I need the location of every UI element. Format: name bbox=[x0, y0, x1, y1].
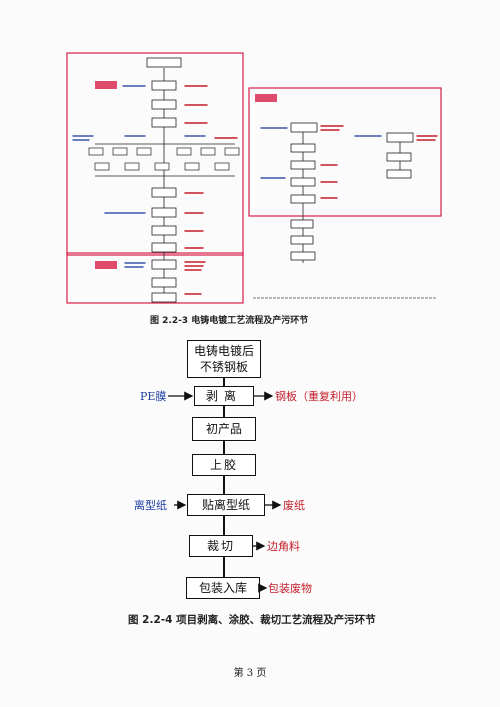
figure-caption-bottom: 图 2.2-4 项目剥离、涂胶、裁切工艺流程及产污环节 bbox=[128, 614, 376, 626]
node-glue: 上胶 bbox=[192, 454, 256, 476]
input-pe-film: PE膜 bbox=[140, 390, 167, 403]
connector bbox=[223, 515, 225, 535]
node-label: 包装入库 bbox=[198, 581, 247, 595]
node-initial-product: 初产品 bbox=[192, 417, 256, 441]
connector bbox=[223, 441, 225, 454]
connector bbox=[223, 556, 225, 577]
node-cut: 裁切 bbox=[189, 535, 253, 557]
node-electroformed-plate: 电铸电镀后 不锈钢板 bbox=[187, 340, 261, 378]
node-label: 剥离 bbox=[205, 389, 242, 403]
electroforming-process-flowchart bbox=[66, 52, 442, 304]
connector bbox=[223, 405, 225, 417]
node-label: 贴离型纸 bbox=[201, 498, 250, 512]
connector bbox=[223, 475, 225, 494]
node-release-paper: 贴离型纸 bbox=[187, 494, 265, 516]
node-peel: 剥离 bbox=[194, 386, 254, 406]
node-label: 裁切 bbox=[206, 539, 235, 553]
figure-caption-top: 图 2.2-3 电铸电镀工艺流程及产污环节 bbox=[150, 316, 309, 326]
output-scrap: 边角料 bbox=[267, 540, 300, 553]
node-label: 电铸电镀后 不锈钢板 bbox=[193, 344, 254, 374]
input-release-paper: 离型纸 bbox=[134, 499, 167, 512]
output-waste-paper: 废纸 bbox=[283, 499, 305, 512]
node-label: 初产品 bbox=[205, 422, 242, 436]
output-steel-plate: 钢板（重复利用） bbox=[275, 390, 363, 403]
connector bbox=[223, 378, 225, 390]
node-label: 上胶 bbox=[209, 458, 238, 472]
node-pack: 包装入库 bbox=[186, 577, 260, 599]
output-packing-waste: 包装废物 bbox=[268, 582, 312, 595]
page-number: 第 3 页 bbox=[233, 668, 267, 679]
